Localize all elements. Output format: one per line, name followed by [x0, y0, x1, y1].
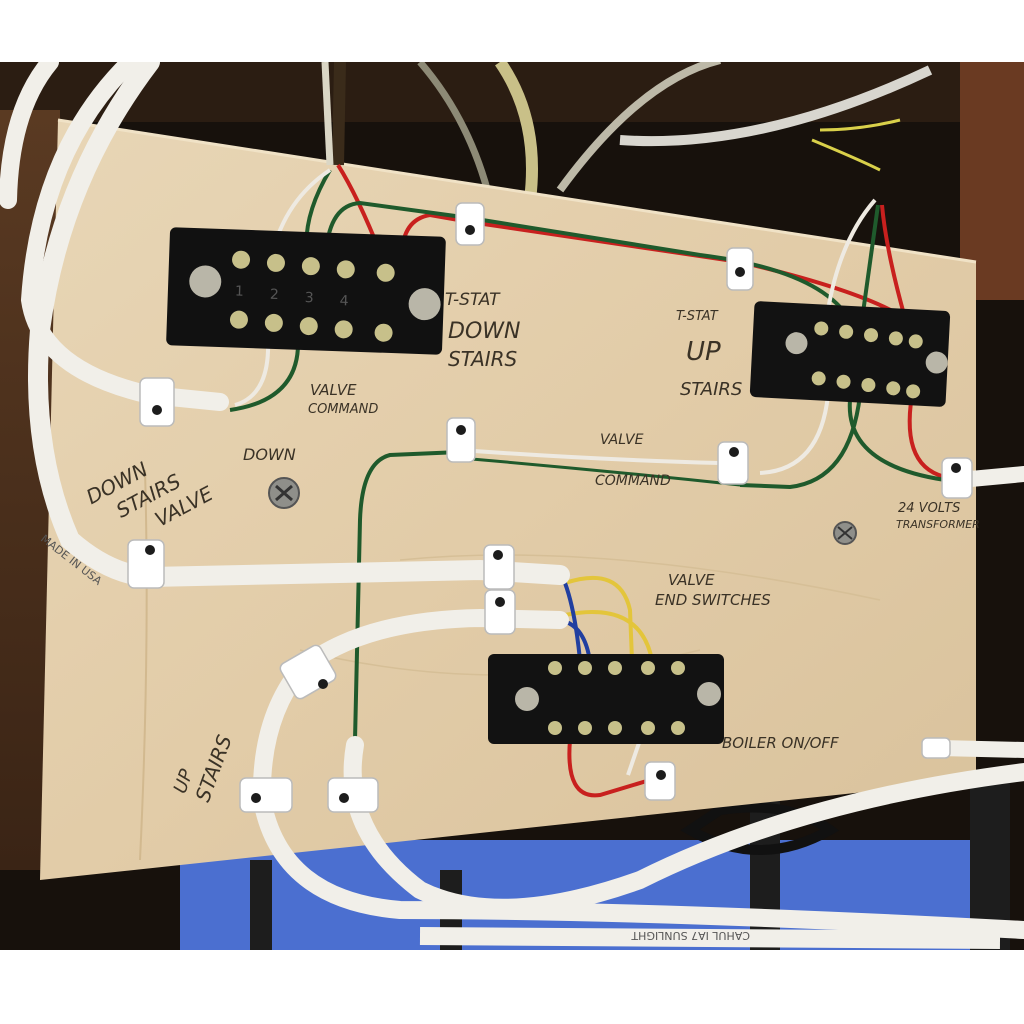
label-valve-mid: VALVE	[600, 432, 644, 448]
svg-text:UP: UP	[686, 337, 721, 367]
label-valve-command-left: VALVE COMMAND	[308, 381, 378, 417]
label-valve-end-switches: VALVE END SWITCHES	[655, 571, 771, 609]
label-command-mid: COMMAND	[595, 473, 671, 489]
terminal-number: 1	[235, 284, 244, 300]
terminal-block-boiler	[488, 654, 724, 744]
svg-text:T-STAT: T-STAT	[676, 309, 719, 324]
terminal-number: 2	[270, 287, 279, 303]
svg-text:TRANSFORMER: TRANSFORMER	[896, 518, 980, 531]
label-tstat-down: T-STAT DOWN STAIRS	[445, 290, 520, 371]
svg-text:DOWN: DOWN	[448, 319, 520, 344]
terminal-number: 4	[339, 293, 349, 309]
screw-head	[268, 477, 300, 509]
label-down-faint: DOWN	[243, 445, 296, 464]
screw-head	[833, 521, 857, 545]
cable-print-bottom: CAHUL IA7 SUNLIGHT	[631, 929, 750, 942]
terminal-block-downstairs: 1 2 3 4	[166, 227, 446, 355]
svg-text:COMMAND: COMMAND	[308, 402, 378, 417]
label-transformer: 24 VOLTS TRANSFORMER	[896, 501, 980, 531]
svg-text:END SWITCHES: END SWITCHES	[655, 591, 771, 609]
svg-text:24 VOLTS: 24 VOLTS	[898, 501, 960, 516]
cable-clip	[127, 202, 973, 813]
svg-text:STAIRS: STAIRS	[680, 379, 742, 400]
svg-text:T-STAT: T-STAT	[445, 290, 501, 310]
label-boiler-onoff: BOILER ON/OFF	[722, 734, 839, 752]
svg-text:STAIRS: STAIRS	[448, 347, 518, 371]
svg-text:VALVE: VALVE	[310, 381, 357, 399]
terminal-number: 3	[304, 290, 313, 306]
svg-text:VALVE: VALVE	[668, 571, 715, 589]
white-cable	[0, 52, 1024, 939]
label-tstat-up: T-STAT UP STAIRS	[676, 309, 742, 400]
terminal-block-upstairs	[749, 301, 951, 407]
